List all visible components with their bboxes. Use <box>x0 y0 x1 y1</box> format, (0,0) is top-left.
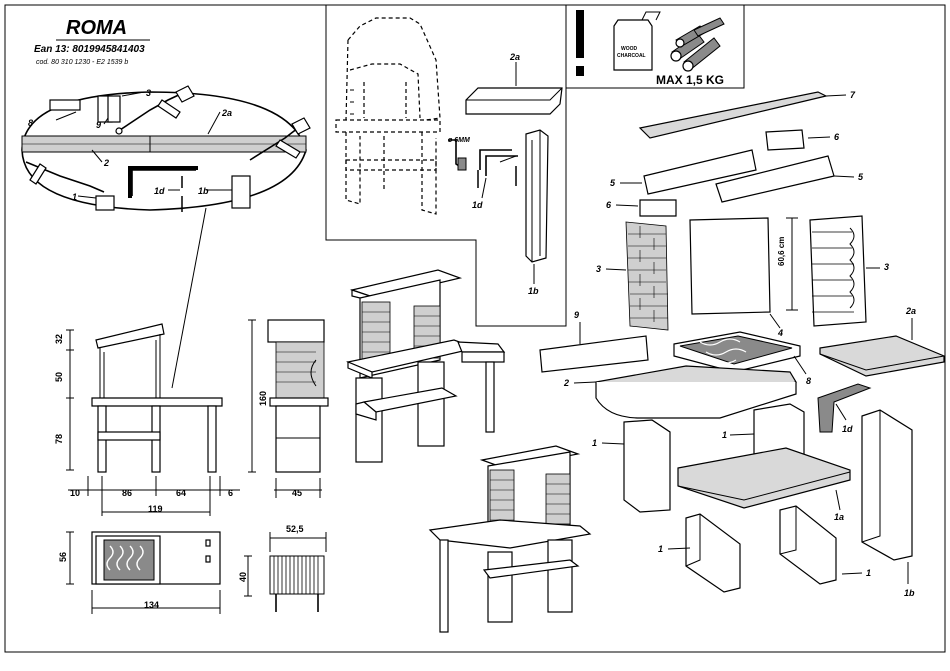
grill-grate-view <box>244 532 326 612</box>
exploded-label-1b: 1b <box>528 286 539 296</box>
detail-label-2a: 2a <box>221 108 232 118</box>
label-part-1-back: 1 <box>722 430 727 440</box>
exclamation-icon <box>576 10 584 58</box>
label-part-1-bottom-right: 1 <box>866 568 871 578</box>
dim-front-height-32: 32 <box>54 334 64 344</box>
detail-ellipse-view <box>22 86 310 212</box>
dim-front-height-78: 78 <box>54 434 64 444</box>
part-1b-side-panel <box>862 410 912 560</box>
label-part-6-lower: 6 <box>606 200 612 210</box>
bag-text-charcoal: CHARCOAL <box>617 53 646 59</box>
wood-logs-icon <box>671 18 724 71</box>
charcoal-warning: WOOD CHARCOAL MAX 1,5 KG <box>576 10 724 87</box>
label-part-5-left: 5 <box>610 178 616 188</box>
ean-code: Ean 13: 8019945841403 <box>34 44 145 55</box>
part-1-pillar-front <box>624 420 670 512</box>
dim-front-width-86: 86 <box>122 488 132 498</box>
part-9-strip <box>540 336 648 372</box>
detail-label-1b: 1b <box>198 186 209 196</box>
side-elevation <box>248 320 328 498</box>
label-part-2: 2 <box>563 378 569 388</box>
product-title: ROMA <box>66 17 127 39</box>
dim-plan-depth: 56 <box>58 552 68 562</box>
dim-firebox-height: 60,6 cm <box>777 237 786 266</box>
part-4-back-panel <box>690 218 770 314</box>
label-part-1b: 1b <box>904 588 915 598</box>
detail-label-9: 9 <box>96 120 101 130</box>
label-part-1d: 1d <box>842 424 853 434</box>
detail-label-2: 2 <box>103 158 109 168</box>
dim-front-width-10: 10 <box>70 488 80 498</box>
screw-diameter-note: ø 6MM <box>448 137 470 144</box>
label-part-6-top: 6 <box>834 132 840 142</box>
label-part-1-front: 1 <box>592 438 597 448</box>
dim-grill-width: 52,5 <box>286 524 304 534</box>
exploded-label-2a: 2a <box>509 52 520 62</box>
assembled-bbq-main <box>348 270 504 462</box>
detail-label-1d: 1d <box>154 186 165 196</box>
part-2a-slab <box>820 336 944 376</box>
dim-front-width-64: 64 <box>176 488 186 498</box>
label-part-1-bottom-left: 1 <box>658 544 663 554</box>
label-part-4: 4 <box>777 328 783 338</box>
max-load-label: MAX 1,5 KG <box>656 73 724 87</box>
part-3-wall-left <box>626 222 668 330</box>
front-elevation <box>66 324 240 516</box>
part-6-block-top <box>766 130 804 150</box>
product-code: cod. 80 310 1230 - E2 1539 b <box>36 59 128 66</box>
part-1a-base <box>678 448 850 508</box>
exploded-label-1d: 1d <box>472 200 483 210</box>
dim-side-height: 160 <box>258 391 268 406</box>
dim-front-height-50: 50 <box>54 372 64 382</box>
label-part-8: 8 <box>806 376 811 386</box>
charcoal-bag-icon <box>614 20 652 70</box>
dim-side-width: 45 <box>292 488 302 498</box>
detail-label-1: 1 <box>72 192 77 202</box>
plan-view <box>66 532 220 614</box>
assembled-bbq-bottom <box>430 446 590 632</box>
dim-front-total-width: 119 <box>148 504 163 514</box>
detail-label-8: 8 <box>28 118 33 128</box>
part-6-block-lower <box>640 200 676 216</box>
label-part-5-right: 5 <box>858 172 864 182</box>
dim-grill-depth: 40 <box>238 572 248 582</box>
label-part-2a: 2a <box>905 306 916 316</box>
bag-text-wood: WOOD <box>621 46 637 52</box>
label-part-1a: 1a <box>834 512 844 522</box>
label-part-7: 7 <box>850 90 856 100</box>
dim-plan-width: 134 <box>144 600 159 610</box>
label-part-3-left: 3 <box>596 264 601 274</box>
part-3-wall-right <box>810 216 866 326</box>
part-1-block-bottom-right <box>780 506 836 584</box>
detail-label-3: 3 <box>146 88 151 98</box>
part-1-block-bottom-left <box>686 514 740 592</box>
label-part-9: 9 <box>574 310 579 320</box>
dim-front-width-6: 6 <box>228 488 233 498</box>
label-part-3-right: 3 <box>884 262 889 272</box>
